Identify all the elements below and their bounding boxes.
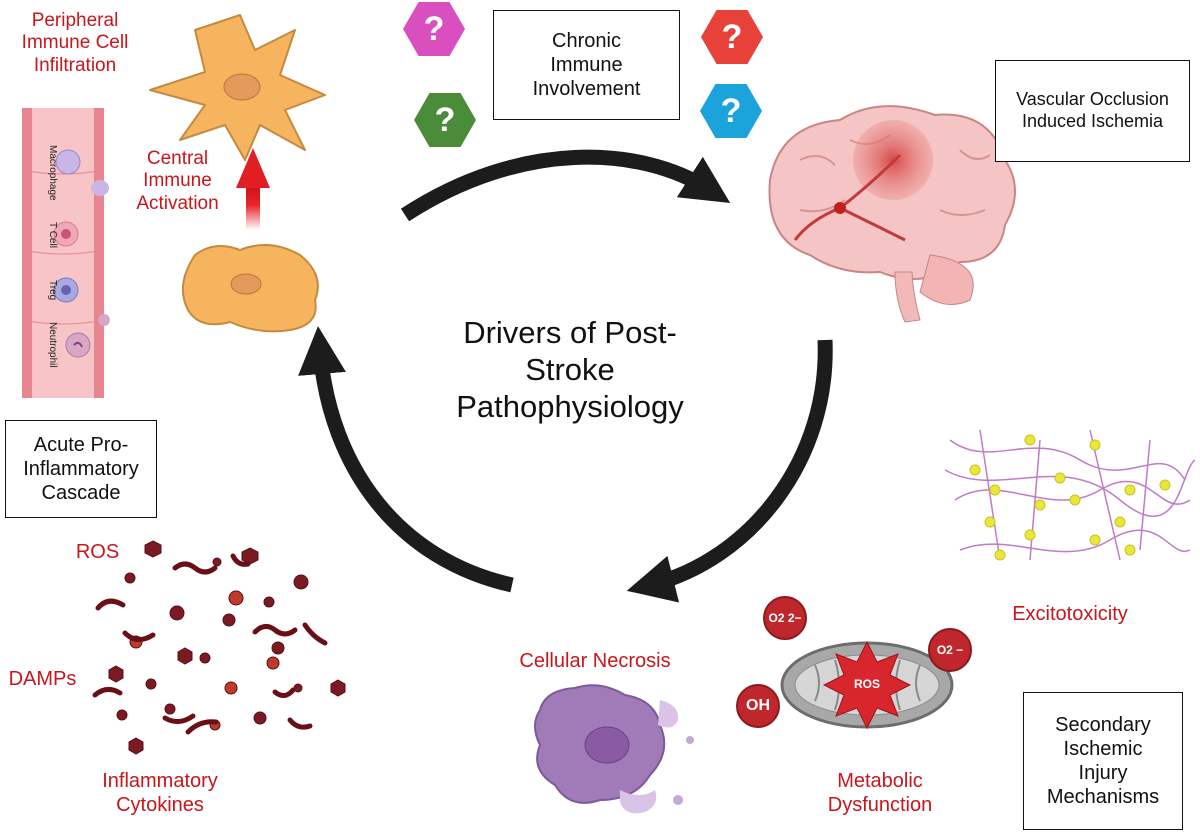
label-peripheral-infiltration: Peripheral Immune Cell Infiltration	[0, 10, 150, 77]
cycle-arrows	[298, 149, 833, 603]
hydroxyl-text: OH	[746, 697, 770, 714]
center-title-line2: Stroke	[525, 352, 615, 388]
box-secondary-injury: Secondary Ischemic Injury Mechanisms	[1023, 692, 1183, 830]
box-acute-line3: Cascade	[41, 482, 121, 504]
vessel-label-macrophage: Macrophage	[47, 145, 58, 201]
mitochondrion-illustration	[780, 640, 954, 730]
label-damps: DAMPs	[8, 668, 77, 690]
box-secondary-line1: Secondary	[1055, 714, 1151, 736]
box-chronic-line3: Involvement	[532, 78, 641, 100]
box-acute-line2: Inflammatory	[23, 458, 139, 480]
blood-vessel-illustration	[21, 108, 110, 398]
superoxide-right-text: O2 −	[936, 643, 964, 657]
center-title-line3: Pathophysiology	[456, 389, 684, 425]
mito-ros-label: ROS	[853, 677, 880, 691]
box-chronic-line1: Chronic	[552, 30, 621, 52]
excitotoxicity-neuron-network	[944, 429, 1196, 561]
box-chronic-line2: Immune	[550, 54, 623, 76]
label-metabolic-dysfunction: Metabolic Dysfunction	[800, 770, 960, 817]
necrotic-cell-illustration	[534, 684, 694, 814]
box-acute-line1: Acute Pro-	[33, 434, 129, 456]
label-central-line3: Activation	[136, 192, 219, 214]
question-hexagon-green: ?	[414, 93, 476, 147]
cycle-arrow-left	[298, 326, 514, 593]
resting-microglia	[181, 244, 319, 333]
label-peripheral-line2: Immune Cell	[21, 32, 129, 54]
activated-microglia	[149, 14, 326, 161]
hydroxyl-molecule: OH	[736, 684, 780, 728]
superoxide-molecule-right: O2 −	[928, 628, 972, 672]
brain-illustration	[768, 105, 1016, 323]
label-peripheral-line3: Infiltration	[33, 54, 117, 76]
damps-ros-cytokines-particles	[108, 540, 346, 755]
box-vascular-occlusion: Vascular Occlusion Induced Ischemia	[995, 60, 1190, 162]
vessel-label-neutrophil: Neutrophil	[47, 322, 58, 368]
box-secondary-line3: Injury	[1078, 762, 1128, 784]
activation-arrow	[236, 148, 270, 230]
center-title: Drivers of Post- Stroke Pathophysiology	[440, 314, 700, 426]
box-vascular-line1: Vascular Occlusion	[1016, 89, 1169, 110]
cycle-arrow-top	[400, 149, 731, 222]
label-central-activation: Central Immune Activation	[120, 148, 235, 215]
label-excitotoxicity: Excitotoxicity	[1012, 603, 1128, 625]
label-metabolic-line1: Metabolic	[837, 770, 923, 792]
label-cellular-necrosis: Cellular Necrosis	[519, 650, 671, 672]
vessel-label-treg: Treg	[47, 280, 58, 301]
box-chronic-immune: Chronic Immune Involvement	[493, 10, 680, 120]
label-metabolic-line2: Dysfunction	[827, 793, 933, 816]
question-hexagon-magenta: ?	[403, 2, 465, 56]
box-vascular-line2: Induced Ischemia	[1021, 111, 1164, 131]
label-ros: ROS	[75, 541, 120, 563]
label-peripheral-line1: Peripheral	[31, 10, 119, 31]
vessel-label-tcell: T Cell	[47, 222, 58, 248]
cycle-arrow-right	[626, 339, 833, 603]
cytokine-squiggles	[92, 553, 328, 735]
box-secondary-line4: Mechanisms	[1046, 786, 1160, 808]
label-central-line2: Immune	[143, 170, 212, 192]
superoxide-molecule-left: O2 2−	[763, 596, 807, 640]
excitotoxicity-glutamate-stars	[969, 434, 1171, 561]
superoxide-left-text: O2 2−	[768, 611, 802, 625]
label-inflammatory-cytokines: Inflammatory Cytokines	[70, 770, 250, 817]
center-title-line1: Drivers of Post-	[463, 315, 677, 350]
ros-burst-icon	[822, 640, 912, 730]
box-acute-cascade: Acute Pro- Inflammatory Cascade	[5, 420, 157, 518]
label-cytokines-line2: Cytokines	[116, 793, 204, 816]
box-secondary-line2: Ischemic	[1063, 738, 1143, 760]
label-central-line1: Central	[146, 148, 209, 169]
label-cytokines-line1: Inflammatory	[102, 770, 218, 792]
